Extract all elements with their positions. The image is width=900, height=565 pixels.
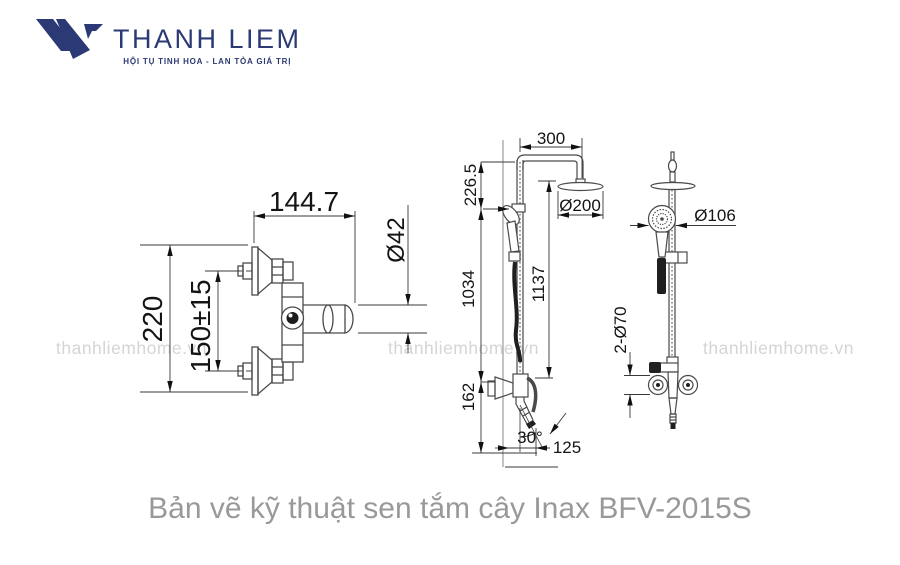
brand-logo-text: THANH LIEM HỘI TỤ TINH HOA - LAN TỎA GIÁ… xyxy=(113,24,302,67)
dim-arm-length-label: 300 xyxy=(537,129,565,148)
dim-hand-shower-diameter-label: Ø106 xyxy=(694,206,736,225)
brand-tagline: HỘI TỤ TINH HOA - LAN TỎA GIÁ TRỊ xyxy=(123,57,292,66)
dim-spout-offset-label: 162 xyxy=(459,383,478,411)
top-view-dimension-labels: 144.7 220 150±15 Ø42 xyxy=(137,186,410,373)
front-view-dimension-lines xyxy=(624,222,736,418)
brand-logo-icon xyxy=(36,19,103,59)
dim-top-offset-label: 226.5 xyxy=(461,164,480,207)
top-view-part xyxy=(228,246,354,396)
side-view-dimension-labels: 300 226.5 Ø200 1034 1137 162 30° 125 xyxy=(459,129,601,457)
dim-overall-height-label: 1137 xyxy=(529,266,548,303)
brand-logo: THANH LIEM HỘI TỤ TINH HOA - LAN TỎA GIÁ… xyxy=(25,10,302,70)
dim-inlet-spacing-label: 150±15 xyxy=(185,279,216,372)
front-view-part xyxy=(647,151,699,429)
dim-head-diameter-label: Ø200 xyxy=(559,196,601,215)
drawing-caption: Bản vẽ kỹ thuật sen tắm cây Inax BFV-201… xyxy=(148,492,752,525)
watermark-right: thanhliemhome.vn xyxy=(703,338,854,358)
dim-spout-reach-label: 125 xyxy=(553,438,581,457)
dim-width-label: 144.7 xyxy=(269,186,339,217)
dim-spout-diameter-label: Ø42 xyxy=(383,217,410,262)
brand-name: THANH LIEM xyxy=(113,24,302,54)
dim-column-height-label: 1034 xyxy=(459,270,478,308)
front-view-dimension-labels: Ø106 2-Ø70 xyxy=(611,206,736,354)
dim-flanges-label: 2-Ø70 xyxy=(611,306,630,353)
top-view-dimension-lines xyxy=(140,205,427,393)
side-view-dimension-lines xyxy=(472,138,604,468)
side-view-part xyxy=(487,140,604,467)
watermark-middle: thanhliemhome.vn xyxy=(388,338,539,358)
dim-height-label: 220 xyxy=(137,296,168,343)
dim-spout-angle-label: 30° xyxy=(517,428,543,447)
